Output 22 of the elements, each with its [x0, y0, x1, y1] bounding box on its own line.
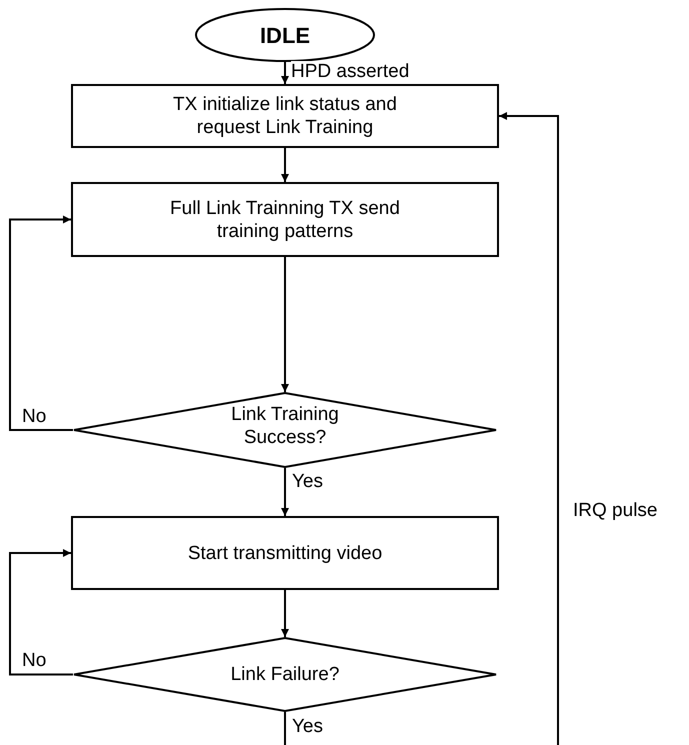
edge-label: IRQ pulse: [573, 500, 658, 522]
node-text: Link Training Success?: [230, 403, 340, 449]
arrow: [281, 590, 289, 637]
arrow: [281, 148, 289, 182]
process-box: [71, 516, 499, 590]
process-box: [71, 182, 499, 257]
node-text: TX initialize link status and request Link Training: [172, 93, 398, 139]
arrow: [281, 257, 289, 392]
node-text: Full Link Trainning TX send training patterns: [169, 196, 401, 242]
node-text: Start transmitting video: [188, 542, 382, 564]
decision-diamond: [73, 392, 497, 468]
node-text: Link Failure?: [230, 663, 340, 686]
arrow: [9, 549, 73, 676]
decision-diamond: [73, 637, 497, 712]
state-ellipse: [195, 8, 375, 62]
arrow: [9, 216, 73, 431]
arrow: [499, 112, 559, 745]
connector-line: [284, 712, 286, 745]
node-text: IDLE: [260, 24, 310, 46]
arrow: [281, 468, 289, 516]
process-box: [71, 84, 499, 148]
arrow: [281, 62, 289, 84]
